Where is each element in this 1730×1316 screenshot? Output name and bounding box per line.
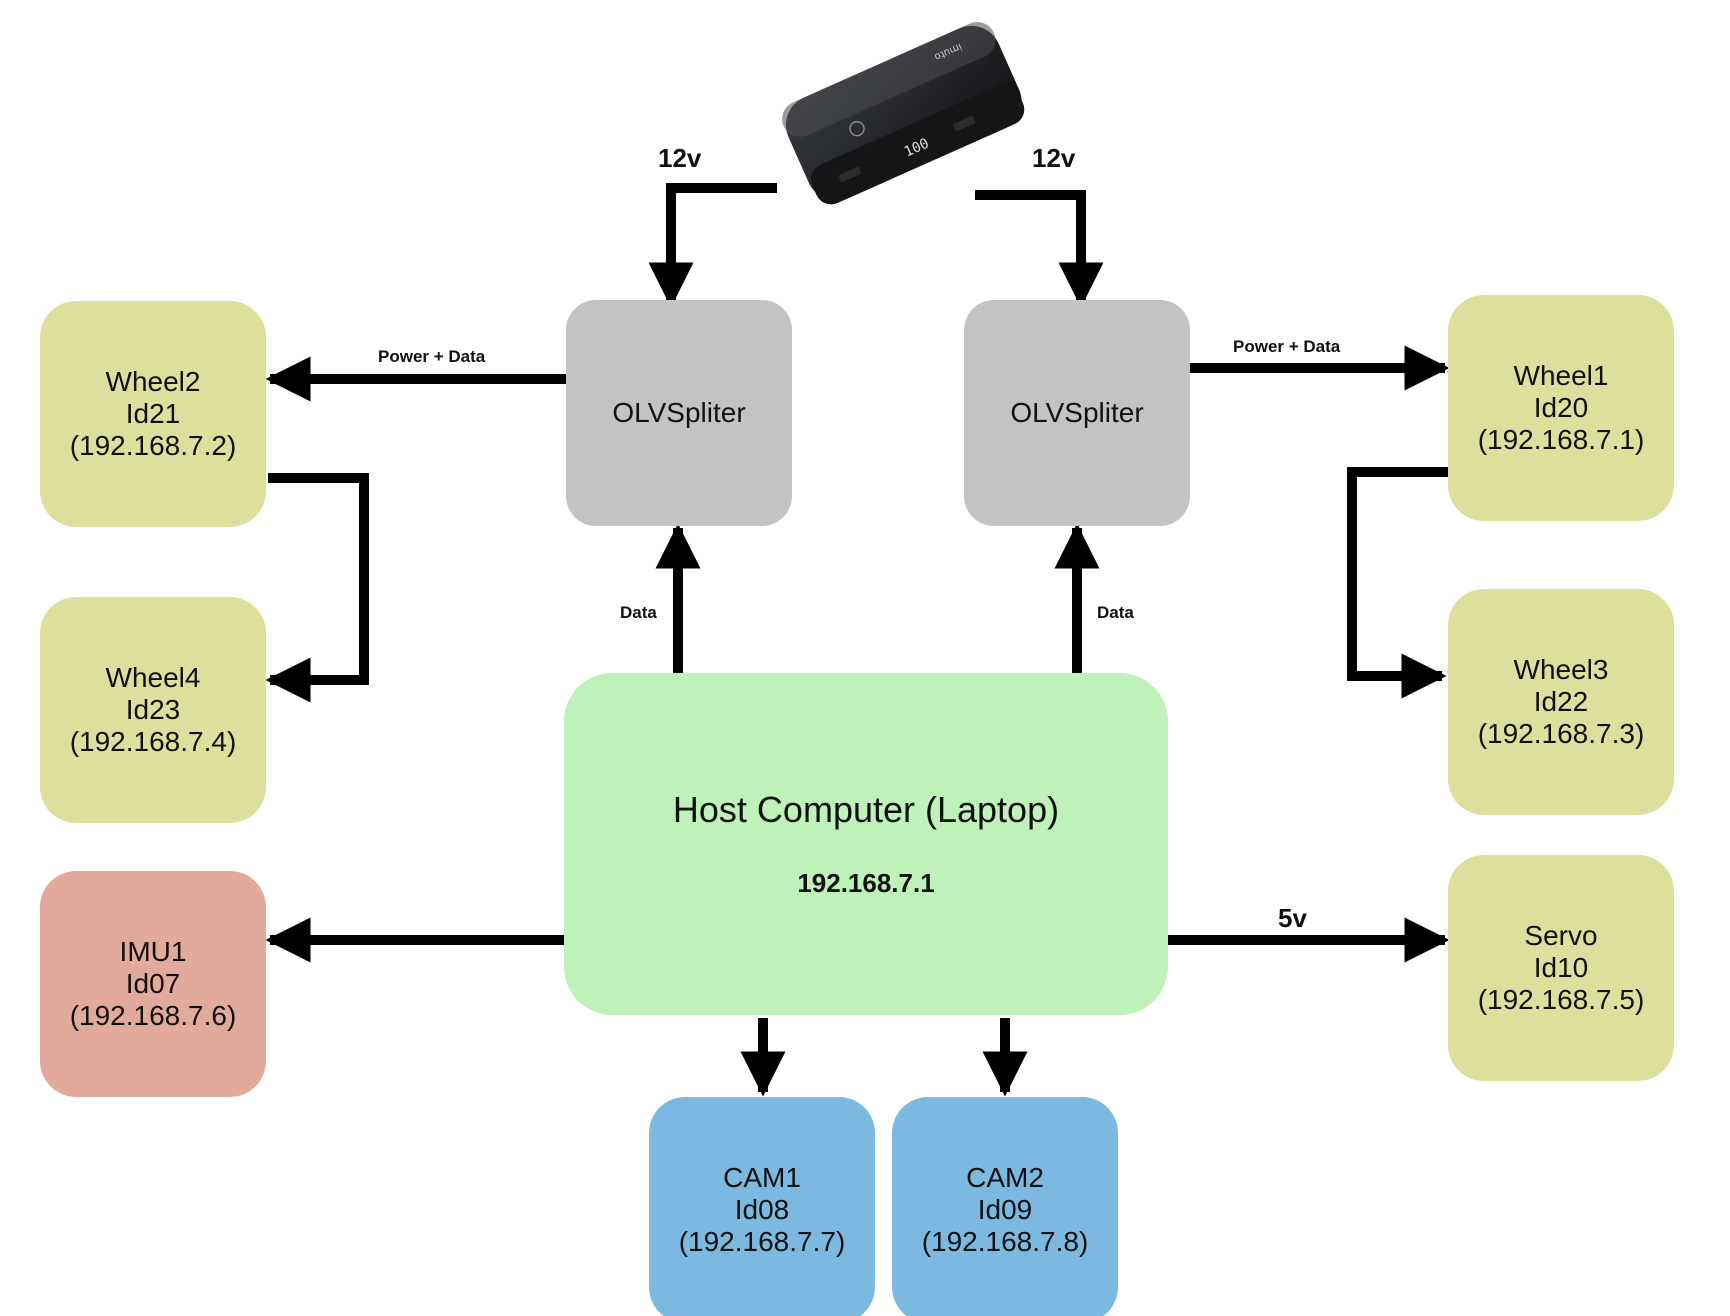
power-wire-left [648, 183, 777, 308]
node-name: Wheel4 [105, 662, 201, 693]
node-ip: (192.168.7.1) [1477, 424, 1645, 455]
chain-wire-wheel2-to-wheel4 [265, 473, 369, 703]
servo-node: Servo Id10 (192.168.7.5) [1448, 855, 1674, 1081]
voltage-label-left: 12v [658, 143, 702, 173]
splitter-label: OLVSpliter [612, 397, 746, 428]
splitter-label: OLVSpliter [1010, 397, 1144, 428]
node-name: CAM1 [723, 1162, 801, 1193]
node-ip: (192.168.7.8) [921, 1226, 1089, 1257]
host-title: Host Computer (Laptop) [672, 789, 1060, 830]
node-name: Wheel1 [1513, 360, 1609, 391]
node-ip: (192.168.7.2) [69, 430, 237, 461]
voltage-label-right: 12v [1032, 143, 1076, 173]
node-id: Id09 [977, 1194, 1033, 1225]
node-ip: (192.168.7.5) [1477, 984, 1645, 1015]
node-name: CAM2 [966, 1162, 1044, 1193]
wheel3-node: Wheel3 Id22 (192.168.7.3) [1448, 589, 1674, 815]
cam1-node: CAM1 Id08 (192.168.7.7) [649, 1097, 875, 1316]
node-id: Id10 [1533, 952, 1589, 983]
node-name: IMU1 [119, 936, 187, 967]
power-wire-right [975, 190, 1104, 308]
chain-wire-wheel1-to-wheel3 [1347, 467, 1448, 699]
power-data-label-right: Power + Data [1233, 337, 1341, 356]
cam2-node: CAM2 Id09 (192.168.7.8) [892, 1097, 1118, 1316]
splitter-right: OLVSpliter [964, 300, 1190, 526]
node-ip: (192.168.7.7) [678, 1226, 846, 1257]
power-data-label-left: Power + Data [378, 347, 486, 366]
data-label-right: Data [1097, 603, 1134, 622]
node-id: Id23 [125, 694, 181, 725]
data-label-left: Data [620, 603, 657, 622]
node-name: Wheel2 [105, 366, 201, 397]
node-ip: (192.168.7.3) [1477, 718, 1645, 749]
node-id: Id21 [125, 398, 181, 429]
node-id: Id07 [125, 968, 181, 999]
imu1-node: IMU1 Id07 (192.168.7.6) [40, 871, 266, 1097]
wheel2-node: Wheel2 Id21 (192.168.7.2) [40, 301, 266, 527]
node-id: Id20 [1533, 392, 1589, 423]
node-id: Id22 [1533, 686, 1589, 717]
servo-voltage-label: 5v [1278, 903, 1307, 933]
wheel1-node: Wheel1 Id20 (192.168.7.1) [1448, 295, 1674, 521]
node-ip: (192.168.7.4) [69, 726, 237, 757]
splitter-left: OLVSpliter [566, 300, 792, 526]
wheel4-node: Wheel4 Id23 (192.168.7.4) [40, 597, 266, 823]
node-id: Id08 [734, 1194, 790, 1225]
node-name: Wheel3 [1513, 654, 1609, 685]
node-name: Servo [1524, 920, 1598, 951]
power-bank-icon: 100 imuto [782, 22, 1025, 205]
node-ip: (192.168.7.6) [69, 1000, 237, 1031]
host-computer: Host Computer (Laptop) 192.168.7.1 [564, 673, 1168, 1015]
host-ip: 192.168.7.1 [797, 868, 935, 898]
